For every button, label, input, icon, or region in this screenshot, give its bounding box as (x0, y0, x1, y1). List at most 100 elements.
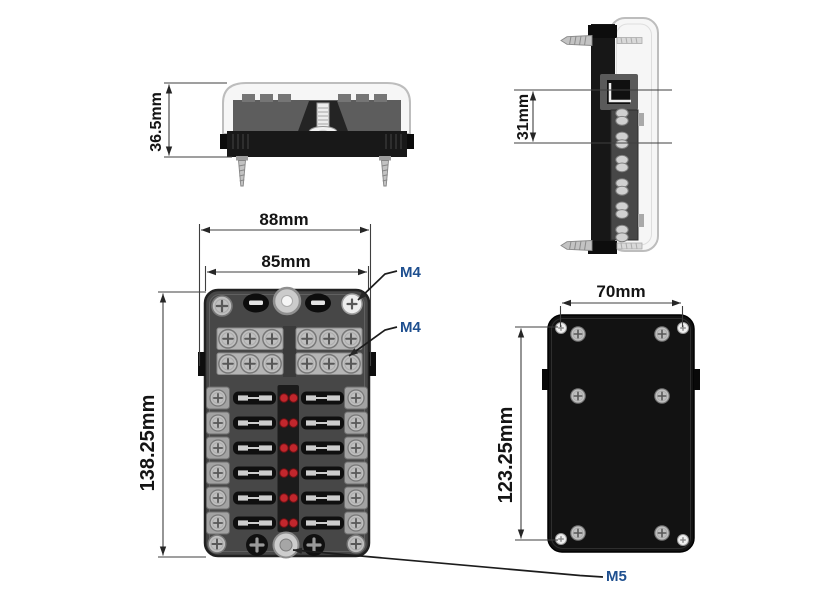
side-view (560, 17, 659, 254)
side-tab (369, 352, 376, 376)
fuse-blade (259, 395, 272, 401)
fuse-blade (238, 470, 248, 476)
dim-top-height: 138.25mm (137, 291, 206, 558)
terminal-screw-icon (239, 328, 261, 350)
fuse-rows (206, 386, 368, 535)
front-view (220, 82, 414, 187)
dim-front-height: 36.5mm (148, 82, 232, 158)
base-screw-icon (570, 525, 586, 541)
led-indicator (279, 493, 289, 503)
base-screw-icon (654, 525, 670, 541)
terminal-screw-icon (340, 328, 362, 350)
fuse-blade (259, 445, 272, 451)
side-tab (542, 369, 548, 390)
clip-tab (638, 214, 644, 227)
fuse-blade (327, 395, 340, 401)
fuse-blade-link (316, 422, 327, 424)
corner-screw-icon (554, 532, 568, 546)
fuse-blade-link (248, 447, 259, 449)
dimensions: 36.5mm 31mm 88mm 85mm 138.25mm 70mm (137, 82, 684, 558)
dim-label-top-height: 138.25mm (137, 395, 159, 492)
fuse-blade (259, 470, 272, 476)
dim-top-body-width: 85mm (204, 252, 370, 291)
fuse-blade (259, 420, 272, 426)
corner-screw-icon (676, 533, 690, 547)
terminal-blocks (216, 326, 363, 377)
cover-screw-icon (346, 534, 366, 554)
fuse-clip-icon (615, 139, 629, 150)
fuse-terminal-screw-icon (347, 514, 365, 532)
label-m4-cover: M4 (400, 264, 421, 281)
fuse-terminal-screw-icon (209, 414, 227, 432)
base-screw-icon (654, 326, 670, 342)
tab-bracket (608, 83, 631, 103)
fuse-blade (306, 420, 316, 426)
fuse-blade (306, 495, 316, 501)
led-indicator (288, 443, 299, 453)
minus-mark (311, 300, 325, 305)
fuse-tops (242, 94, 387, 102)
fuse-terminal-screw-icon (209, 439, 227, 457)
led-indicator (279, 443, 289, 453)
fuse-terminal-screw-icon (347, 414, 365, 432)
led-indicator (288, 493, 299, 503)
led-indicator (288, 468, 299, 478)
dim-back-width: 70mm (559, 282, 684, 327)
top-view (198, 286, 376, 559)
thread-labels: M4 M4 M5 (292, 264, 627, 585)
dim-back-height: 123.25mm (495, 326, 558, 541)
led-strip (277, 385, 299, 532)
dim-label-body-width: 85mm (261, 252, 310, 271)
mounting-screw-icon (616, 37, 643, 44)
fuse-blade-link (316, 522, 327, 524)
fuse-blade (238, 495, 248, 501)
fuse-blade (259, 495, 272, 501)
fuse-blade-link (248, 522, 259, 524)
fuse-clips (615, 108, 629, 243)
led-indicator (279, 393, 289, 403)
fuse-terminal-screw-icon (209, 464, 227, 482)
fuse-clip-icon (615, 209, 629, 219)
fuse-blade (238, 395, 248, 401)
dim-side-span: 31mm (514, 89, 672, 144)
led-indicator (288, 393, 299, 403)
fuse-blade (306, 445, 316, 451)
led-indicator (288, 418, 299, 428)
bottom-row (207, 531, 366, 559)
dim-label-side-span: 31mm (515, 94, 532, 140)
top-cap (588, 25, 617, 38)
fuse-blade (327, 445, 340, 451)
top-row (210, 286, 363, 318)
terminal-screw-icon (318, 328, 340, 350)
base (227, 131, 407, 157)
cover-screw-icon (210, 294, 234, 318)
terminal-screw-icon (261, 353, 283, 375)
led-indicator (288, 518, 299, 528)
dim-label-back-width: 70mm (596, 282, 645, 301)
terminal-screw-icon (239, 353, 261, 375)
fuse-blade (327, 470, 340, 476)
tab-slot (607, 80, 630, 104)
side-tab (220, 134, 227, 149)
fuse-blade-link (248, 422, 259, 424)
side-tab (694, 369, 700, 390)
dim-top-outer-width: 88mm (198, 210, 372, 366)
block-divider (283, 326, 296, 377)
label-m4-terminal: M4 (400, 319, 421, 336)
base-ridges (232, 134, 402, 149)
fuse-terminal-screw-icon (347, 464, 365, 482)
terminal-screw-icon (340, 353, 362, 375)
fuse-blade (327, 495, 340, 501)
back-body (547, 314, 695, 553)
back-view (542, 314, 700, 553)
fuse-terminal-screw-icon (347, 439, 365, 457)
terminal-screw-icon (296, 353, 318, 375)
terminal-screw-icon (217, 353, 239, 375)
fuse-blade-link (316, 472, 327, 474)
fuse-terminal-screw-icon (209, 489, 227, 507)
leader-m4-cover (357, 270, 398, 301)
side-tab (198, 352, 205, 376)
